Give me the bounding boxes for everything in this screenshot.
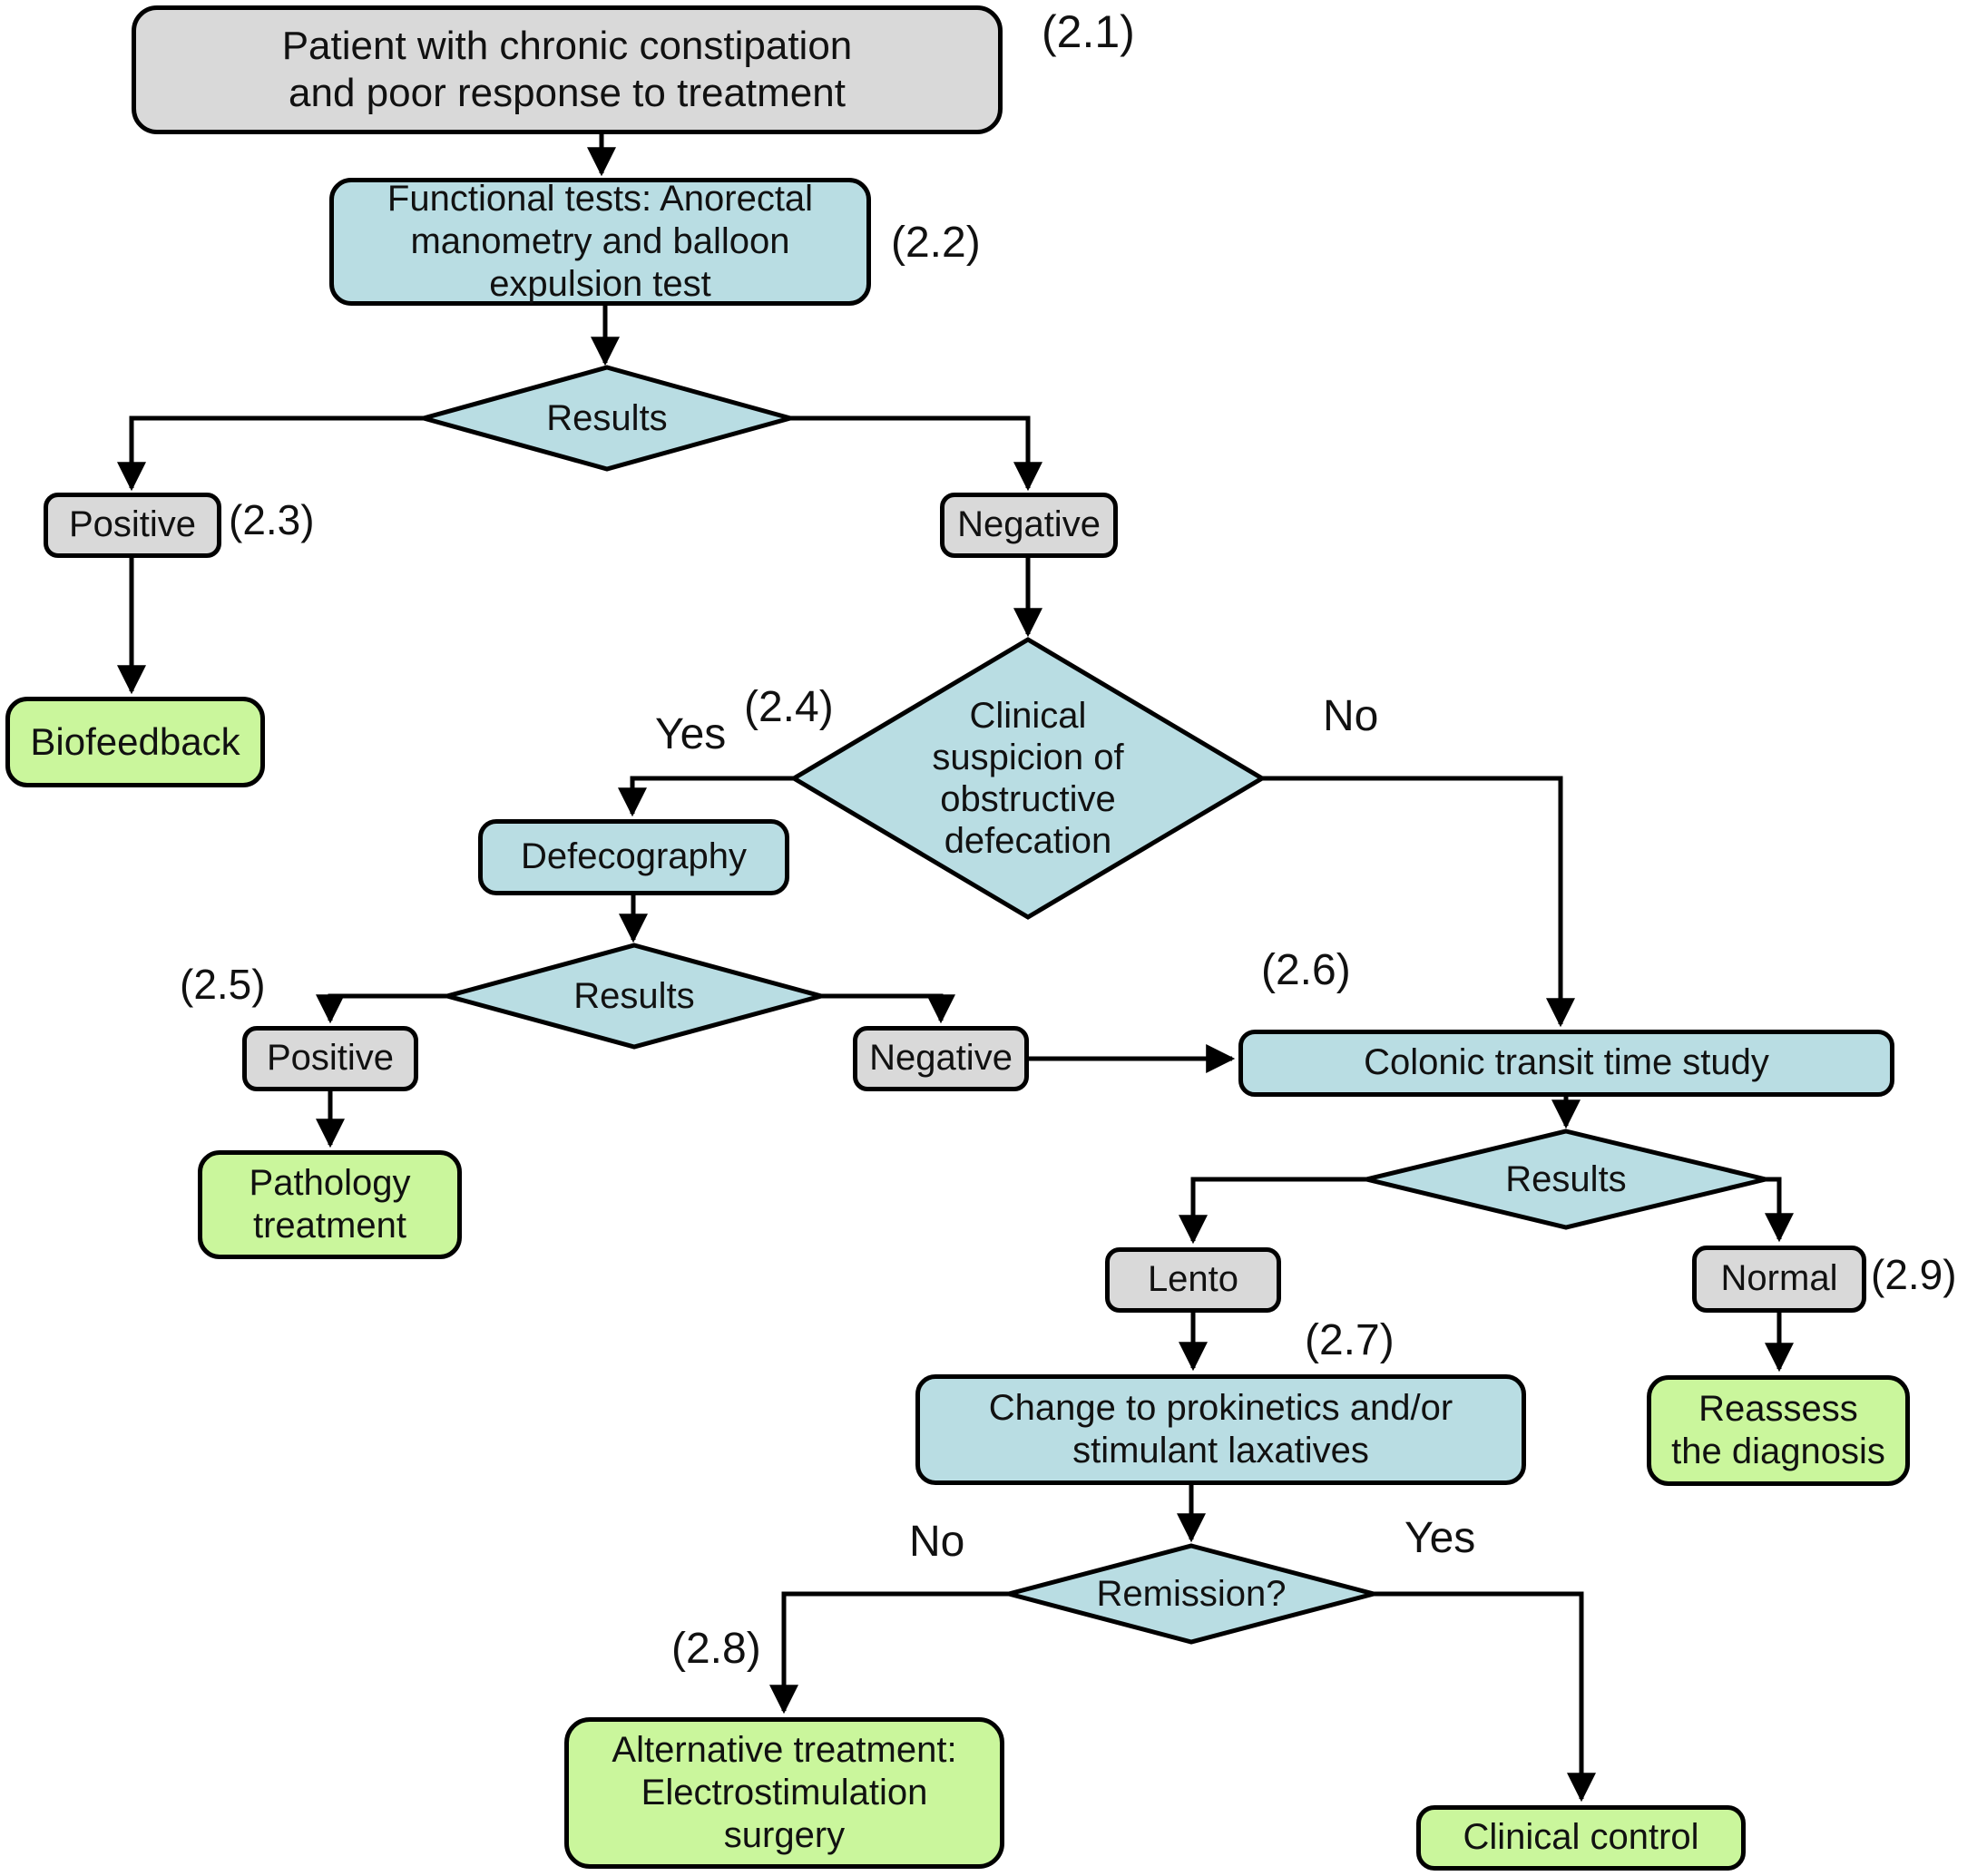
node-alternative-treatment: Alternative treatment: Electrostimulatio… (564, 1717, 1004, 1869)
node-positive-defecography: Positive (242, 1026, 418, 1091)
edge-remission-yes-to-clinical (1374, 1591, 1596, 1803)
node-negative-defecography: Negative (853, 1026, 1029, 1091)
ref-2-5: (2.5) (180, 961, 266, 1008)
edge-suspicion-yes-to-defecography (618, 776, 794, 817)
edge-results2-to-negative2 (821, 993, 955, 1024)
node-clinical-control: Clinical control (1416, 1805, 1746, 1871)
node-reassess-diagnosis: Reassess the diagnosis (1647, 1375, 1910, 1486)
node-patient: Patient with chronic constipation and po… (132, 5, 1003, 134)
ref-2-1: (2.1) (1042, 6, 1135, 57)
ref-2-3: (2.3) (229, 496, 315, 543)
edge-label-no-remission: No (909, 1518, 965, 1566)
decision-remission-shape (1000, 1543, 1383, 1645)
node-colonic-transit: Colonic transit time study (1238, 1030, 1894, 1097)
node-normal: Normal (1692, 1246, 1866, 1313)
edge-results-to-negative (790, 415, 1042, 492)
edge-label-yes-suspicion: Yes (655, 710, 727, 758)
node-biofeedback: Biofeedback (5, 697, 265, 787)
ref-2-6: (2.6) (1261, 946, 1351, 994)
decision-results-functional-shape (415, 365, 799, 472)
node-functional-tests: Functional tests: Anorectal manometry an… (329, 178, 871, 306)
ref-2-2: (2.2) (891, 219, 981, 267)
node-pathology-treatment: Pathology treatment (198, 1150, 462, 1259)
edge-results3-to-normal (1765, 1177, 1794, 1243)
node-negative-functional: Negative (940, 493, 1118, 558)
ref-2-7: (2.7) (1305, 1316, 1395, 1364)
edge-results-to-positive (117, 415, 424, 492)
node-change-prokinetics: Change to prokinetics and/or stimulant l… (915, 1374, 1526, 1485)
node-lento: Lento (1105, 1247, 1281, 1313)
edge-label-yes-remission: Yes (1404, 1514, 1476, 1562)
decision-results-defecography-shape (438, 943, 830, 1050)
edge-remission-no-to-alternative (769, 1591, 1009, 1715)
edge-suspicion-no-to-colonic (1262, 776, 1575, 1028)
node-defecography: Defecography (478, 819, 789, 895)
ref-2-4: (2.4) (744, 683, 834, 731)
edge-results2-to-positive2 (316, 993, 447, 1024)
node-positive-functional: Positive (44, 493, 221, 558)
decision-results-transit-shape (1365, 1129, 1767, 1230)
ref-2-9: (2.9) (1871, 1251, 1957, 1298)
decision-clinical-suspicion-shape (789, 637, 1267, 920)
edge-results3-to-lento (1179, 1177, 1366, 1245)
edge-label-no-suspicion: No (1323, 692, 1379, 740)
ref-2-8: (2.8) (671, 1625, 761, 1673)
